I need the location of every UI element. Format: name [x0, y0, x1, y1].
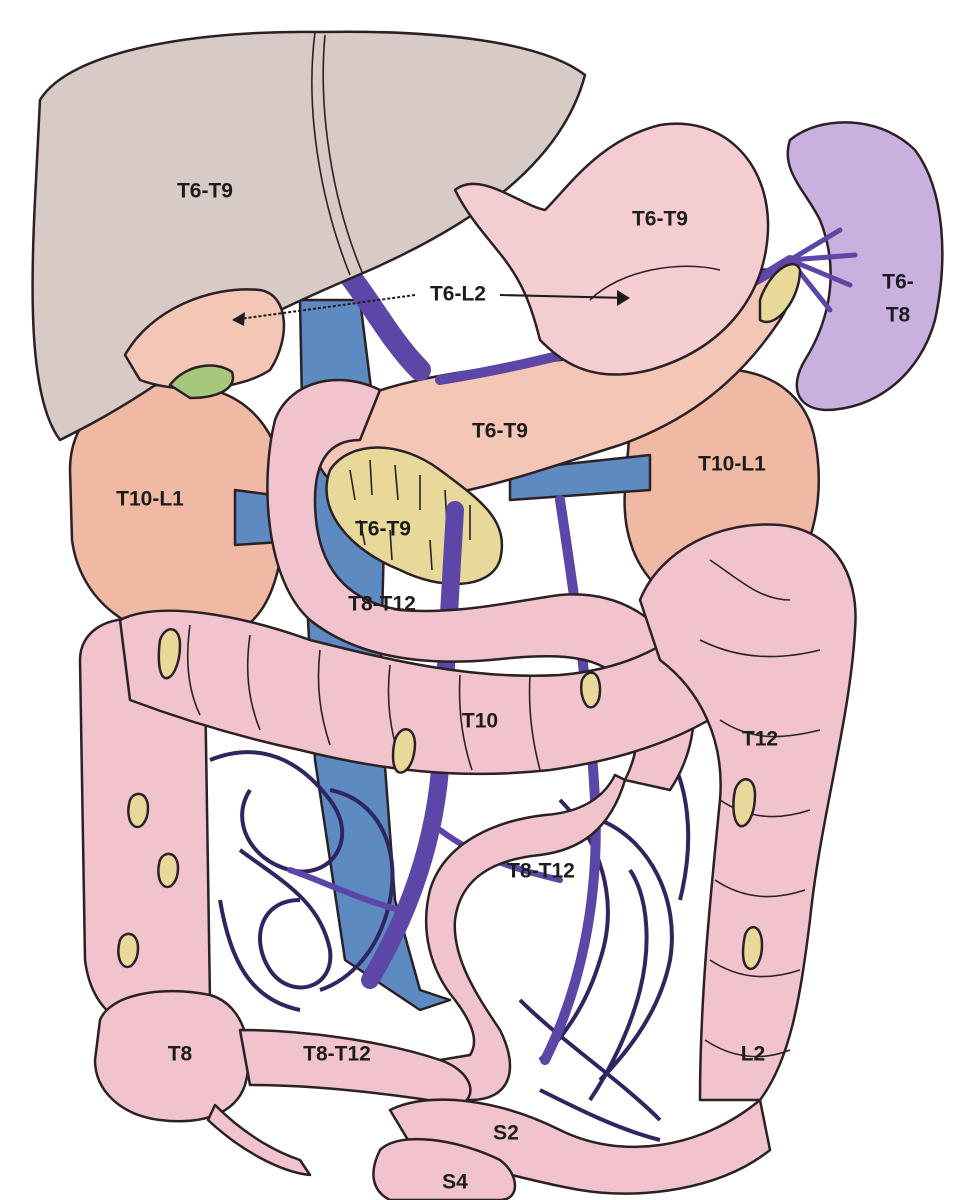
- label-small-bowel-upper: T8-T12: [348, 593, 416, 616]
- sigmoid-colon: [388, 1098, 772, 1195]
- label-liver: T6-T9: [177, 180, 233, 203]
- rectum: [372, 1137, 517, 1200]
- descending-colon-haustra: [699, 559, 821, 1058]
- mesenteric-branch-2: [287, 867, 403, 913]
- label-descending-colon: T12: [742, 728, 778, 751]
- label-kidney-left: T10-L1: [698, 453, 766, 476]
- epiploic-appendages: [117, 628, 764, 971]
- gallbladder: [168, 364, 235, 400]
- inferior-mesenteric-vein: [540, 495, 601, 1065]
- appendix: [206, 1103, 312, 1177]
- splenic-vessels: [787, 227, 858, 313]
- fat-pad-texture: [349, 459, 471, 571]
- stomach: [453, 122, 770, 376]
- label-spleen-line1: T6-: [882, 271, 914, 294]
- label-transverse-colon: T10: [462, 710, 498, 733]
- biliary-span-arrow: [231, 290, 630, 326]
- label-sigmoid-upper: S2: [493, 1122, 519, 1145]
- falciform-ligament: [311, 31, 363, 276]
- label-small-bowel-mid: T8-T12: [507, 860, 575, 883]
- label-ileum: T8-T12: [303, 1043, 371, 1066]
- label-pancreas: T6-T9: [472, 420, 528, 443]
- label-kidney-right: T10-L1: [116, 488, 184, 511]
- label-cecum: T8: [168, 1043, 193, 1066]
- ileum: [238, 1028, 472, 1107]
- spleen-fat: [758, 263, 802, 324]
- stomach-inner-curve: [589, 265, 721, 301]
- label-spleen-line2: T8: [886, 304, 911, 327]
- label-biliary-span: T6-L2: [430, 283, 486, 306]
- spleen: [786, 121, 944, 412]
- label-sigmoid-colon: L2: [741, 1043, 766, 1066]
- cecum: [93, 989, 250, 1123]
- label-rectum: S4: [442, 1171, 468, 1194]
- label-stomach: T6-T9: [632, 208, 688, 231]
- portal-vein: [334, 259, 431, 381]
- transverse-colon-haustra: [186, 624, 541, 771]
- small-bowel-mid-loop: [424, 773, 627, 1102]
- label-duodenum: T6-T9: [355, 518, 411, 541]
